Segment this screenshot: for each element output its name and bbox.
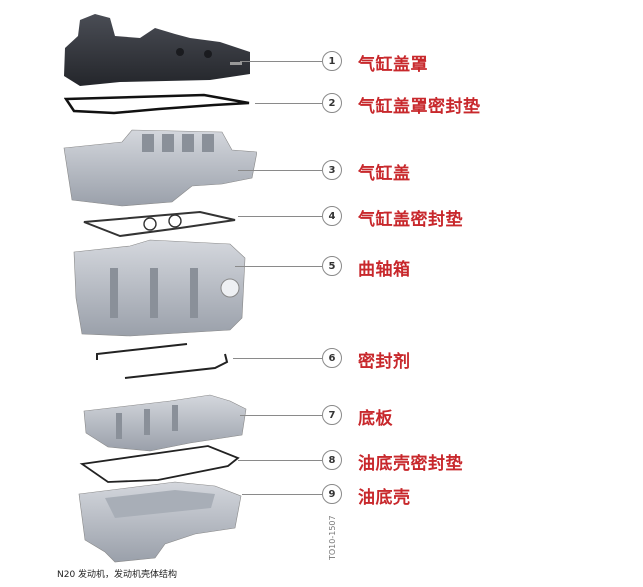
crankcase-illustration [73,239,246,337]
label-crankcase: 曲轴箱 [358,260,411,280]
cylinder-head-gasket-illustration [83,210,236,238]
callout-9: 9 [322,484,342,504]
callout-4: 4 [322,206,342,226]
label-cylinder-head-cover: 气缸盖罩 [358,55,428,75]
sealant-bead-illustration [96,343,229,379]
leader-line-9 [242,494,322,495]
cylinder-head-illustration [63,129,257,207]
cover-gasket-illustration [64,93,250,115]
callout-2: 2 [322,93,342,113]
callout-7: 7 [322,405,342,425]
leader-line-6 [233,358,322,359]
label-head-gasket: 气缸盖密封垫 [358,210,463,230]
leader-line-1 [240,61,322,62]
cylinder-head-cover-illustration [64,14,250,86]
figure-caption: N20 发动机，发动机壳体结构 [57,570,178,580]
callout-3: 3 [322,160,342,180]
leader-line-5 [235,266,322,267]
callout-5: 5 [322,256,342,276]
leader-line-8 [238,460,322,461]
leader-line-2 [255,103,322,104]
figure-code: TO10-1507 [328,515,337,560]
label-cover-gasket: 气缸盖罩密封垫 [358,97,481,117]
label-oil-pan-gasket: 油底壳密封垫 [358,454,463,474]
oil-pan-gasket-illustration [79,445,240,483]
callout-1: 1 [322,51,342,71]
label-sealant: 密封剂 [358,352,411,372]
label-cylinder-head: 气缸盖 [358,164,411,184]
callout-8: 8 [322,450,342,470]
label-bedplate: 底板 [358,409,393,429]
callout-6: 6 [322,348,342,368]
leader-line-3 [238,170,322,171]
leader-line-4 [238,216,322,217]
oil-pan-illustration [78,481,242,563]
leader-line-7 [240,415,322,416]
label-oil-pan: 油底壳 [358,488,411,508]
bedplate-illustration [83,394,247,452]
